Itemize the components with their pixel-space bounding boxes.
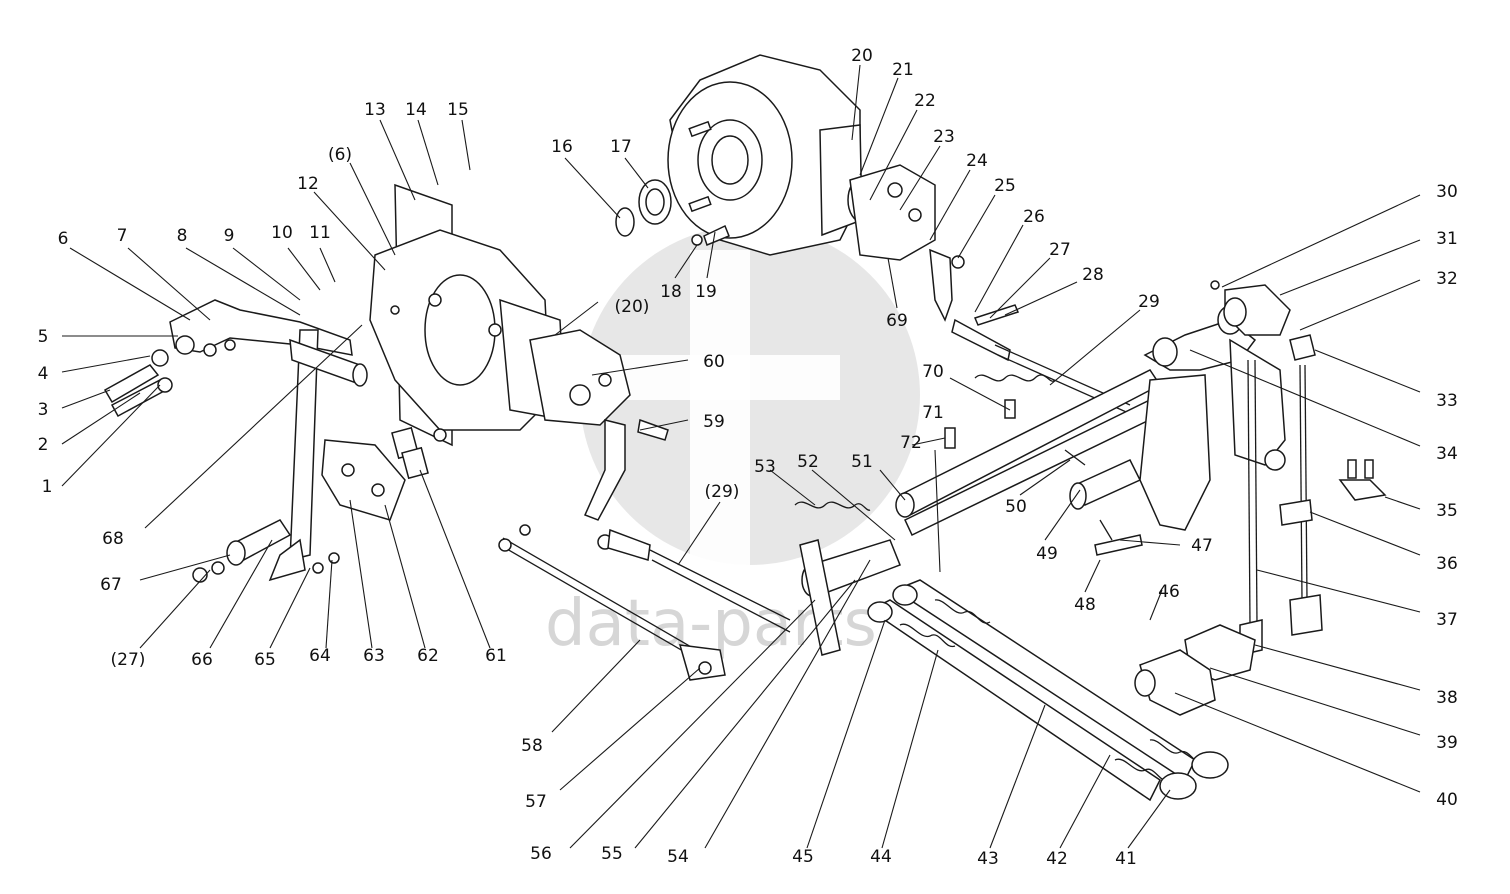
label-5: 5 [38, 327, 49, 347]
label-71: 71 [922, 403, 944, 423]
label-18: 18 [660, 282, 682, 302]
label-19: 19 [695, 282, 717, 302]
label-51: 51 [851, 452, 873, 472]
label-8: 8 [177, 226, 188, 246]
label-64: 64 [309, 646, 331, 666]
label-67: 67 [100, 575, 122, 595]
label-1: 1 [42, 477, 53, 497]
leader-lines [61, 64, 1421, 849]
lift-shaft-assembly [794, 305, 1286, 597]
gearbox-housing [615, 54, 863, 256]
label-27-ref: (27) [111, 650, 146, 670]
label-32: 32 [1436, 269, 1458, 289]
label-62: 62 [417, 646, 439, 666]
label-40: 40 [1436, 790, 1458, 810]
label-57: 57 [525, 792, 547, 812]
label-22: 22 [914, 91, 936, 111]
label-42: 42 [1046, 849, 1068, 869]
label-70: 70 [922, 362, 944, 382]
label-2: 2 [38, 435, 49, 455]
label-36: 36 [1436, 554, 1458, 574]
label-3: 3 [38, 400, 49, 420]
label-50: 50 [1005, 497, 1027, 517]
label-72: 72 [900, 433, 922, 453]
label-17: 17 [610, 137, 632, 157]
label-38: 38 [1436, 688, 1458, 708]
label-29: 29 [1138, 292, 1160, 312]
label-4: 4 [38, 364, 49, 384]
label-54: 54 [667, 847, 689, 867]
label-53: 53 [754, 457, 776, 477]
label-35: 35 [1436, 501, 1458, 521]
label-34: 34 [1436, 444, 1458, 464]
label-9: 9 [224, 226, 235, 246]
lower-links [498, 524, 1229, 802]
label-37: 37 [1436, 610, 1458, 630]
label-52: 52 [797, 452, 819, 472]
label-65: 65 [254, 650, 276, 670]
label-44: 44 [870, 847, 892, 867]
label-16: 16 [551, 137, 573, 157]
label-41: 41 [1115, 849, 1137, 869]
label-25: 25 [994, 176, 1016, 196]
label-39: 39 [1436, 733, 1458, 753]
label-29-ref: (29) [705, 482, 740, 502]
label-24: 24 [966, 151, 988, 171]
label-31: 31 [1436, 229, 1458, 249]
label-49: 49 [1036, 544, 1058, 564]
label-45: 45 [792, 847, 814, 867]
label-12: 12 [297, 174, 319, 194]
label-23: 23 [933, 127, 955, 147]
label-33: 33 [1436, 391, 1458, 411]
label-7: 7 [117, 226, 128, 246]
label-60: 60 [703, 352, 725, 372]
label-30: 30 [1436, 182, 1458, 202]
differential-housing [369, 183, 566, 447]
label-10: 10 [271, 223, 293, 243]
right-link-assembly [1134, 280, 1387, 716]
label-47: 47 [1191, 536, 1213, 556]
label-15: 15 [447, 100, 469, 120]
label-61: 61 [485, 646, 507, 666]
label-26: 26 [1023, 207, 1045, 227]
label-69: 69 [886, 311, 908, 331]
label-20-ref: (20) [615, 297, 650, 317]
label-13: 13 [364, 100, 386, 120]
label-14: 14 [405, 100, 427, 120]
label-27: 27 [1049, 240, 1071, 260]
label-6-ref: (6) [328, 145, 352, 165]
label-20: 20 [851, 46, 873, 66]
label-6: 6 [58, 229, 69, 249]
label-11: 11 [309, 223, 331, 243]
part-labels: 1 2 3 4 5 6 7 8 9 10 11 12 13 14 15 (6) … [38, 46, 1458, 869]
left-brake-assembly [529, 329, 791, 633]
label-63: 63 [363, 646, 385, 666]
label-68: 68 [102, 529, 124, 549]
label-28: 28 [1082, 265, 1104, 285]
label-21: 21 [892, 60, 914, 80]
label-58: 58 [521, 736, 543, 756]
label-66: 66 [191, 650, 213, 670]
label-48: 48 [1074, 595, 1096, 615]
label-59: 59 [703, 412, 725, 432]
label-43: 43 [977, 849, 999, 869]
left-pedal-assembly [103, 299, 429, 583]
label-46: 46 [1158, 582, 1180, 602]
label-56: 56 [530, 844, 552, 864]
label-55: 55 [601, 844, 623, 864]
